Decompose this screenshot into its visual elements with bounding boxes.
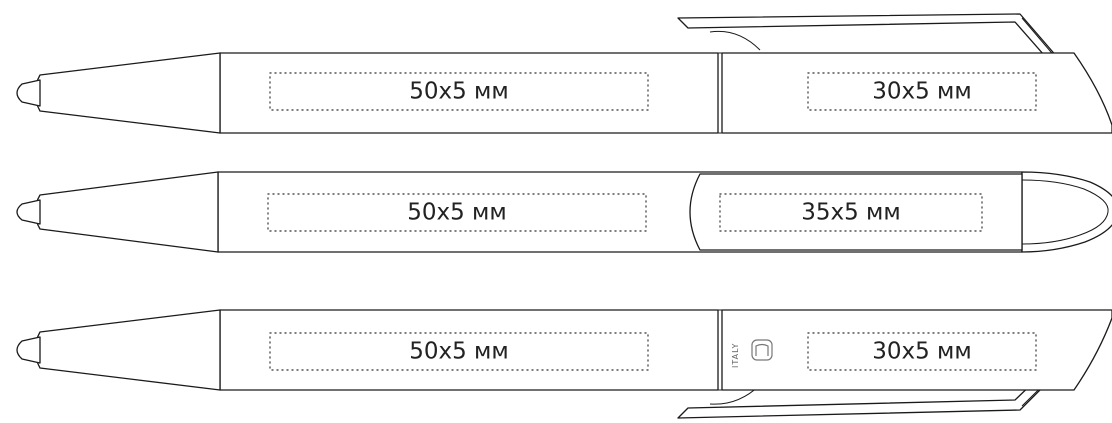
pen-3-brand-text: ITALY <box>731 343 740 368</box>
pen-3-cone <box>34 309 221 391</box>
pen-2-barrel-imprint-label: 50x5 мм <box>407 200 507 226</box>
pen-3-tip <box>16 336 41 364</box>
pen-1-cone <box>34 52 221 134</box>
pen-1-barrel-imprint-label: 50x5 мм <box>409 79 509 105</box>
pen-3-top-imprint-area <box>807 332 1037 371</box>
pen-2: 50x5 мм 35x5 мм <box>16 171 1112 253</box>
rounded-square-logo-icon <box>751 339 773 361</box>
pen-2-barrel-imprint-area <box>267 193 647 232</box>
pen-2-tip <box>16 199 41 225</box>
pen-1-top-imprint-area <box>807 72 1037 111</box>
pen-3: ITALY 50x5 мм 30x5 мм <box>16 309 1112 419</box>
pen-1-barrel-imprint-area <box>269 72 649 111</box>
pen-2-cone <box>34 171 219 253</box>
pen-1: 50x5 мм 30x5 мм <box>16 13 1112 134</box>
pen-3-barrel-imprint-label: 50x5 мм <box>409 339 509 365</box>
pen-3-barrel-imprint-area <box>269 332 649 371</box>
pen-1-tip <box>16 79 41 107</box>
pen-1-top-imprint-label: 30x5 мм <box>872 79 972 105</box>
pen-2-top-imprint-label: 35x5 мм <box>801 200 901 226</box>
pen-2-top-imprint-area <box>719 193 983 232</box>
pen-2-clip-plate <box>689 173 1023 251</box>
pen-3-top-imprint-label: 30x5 мм <box>872 339 972 365</box>
